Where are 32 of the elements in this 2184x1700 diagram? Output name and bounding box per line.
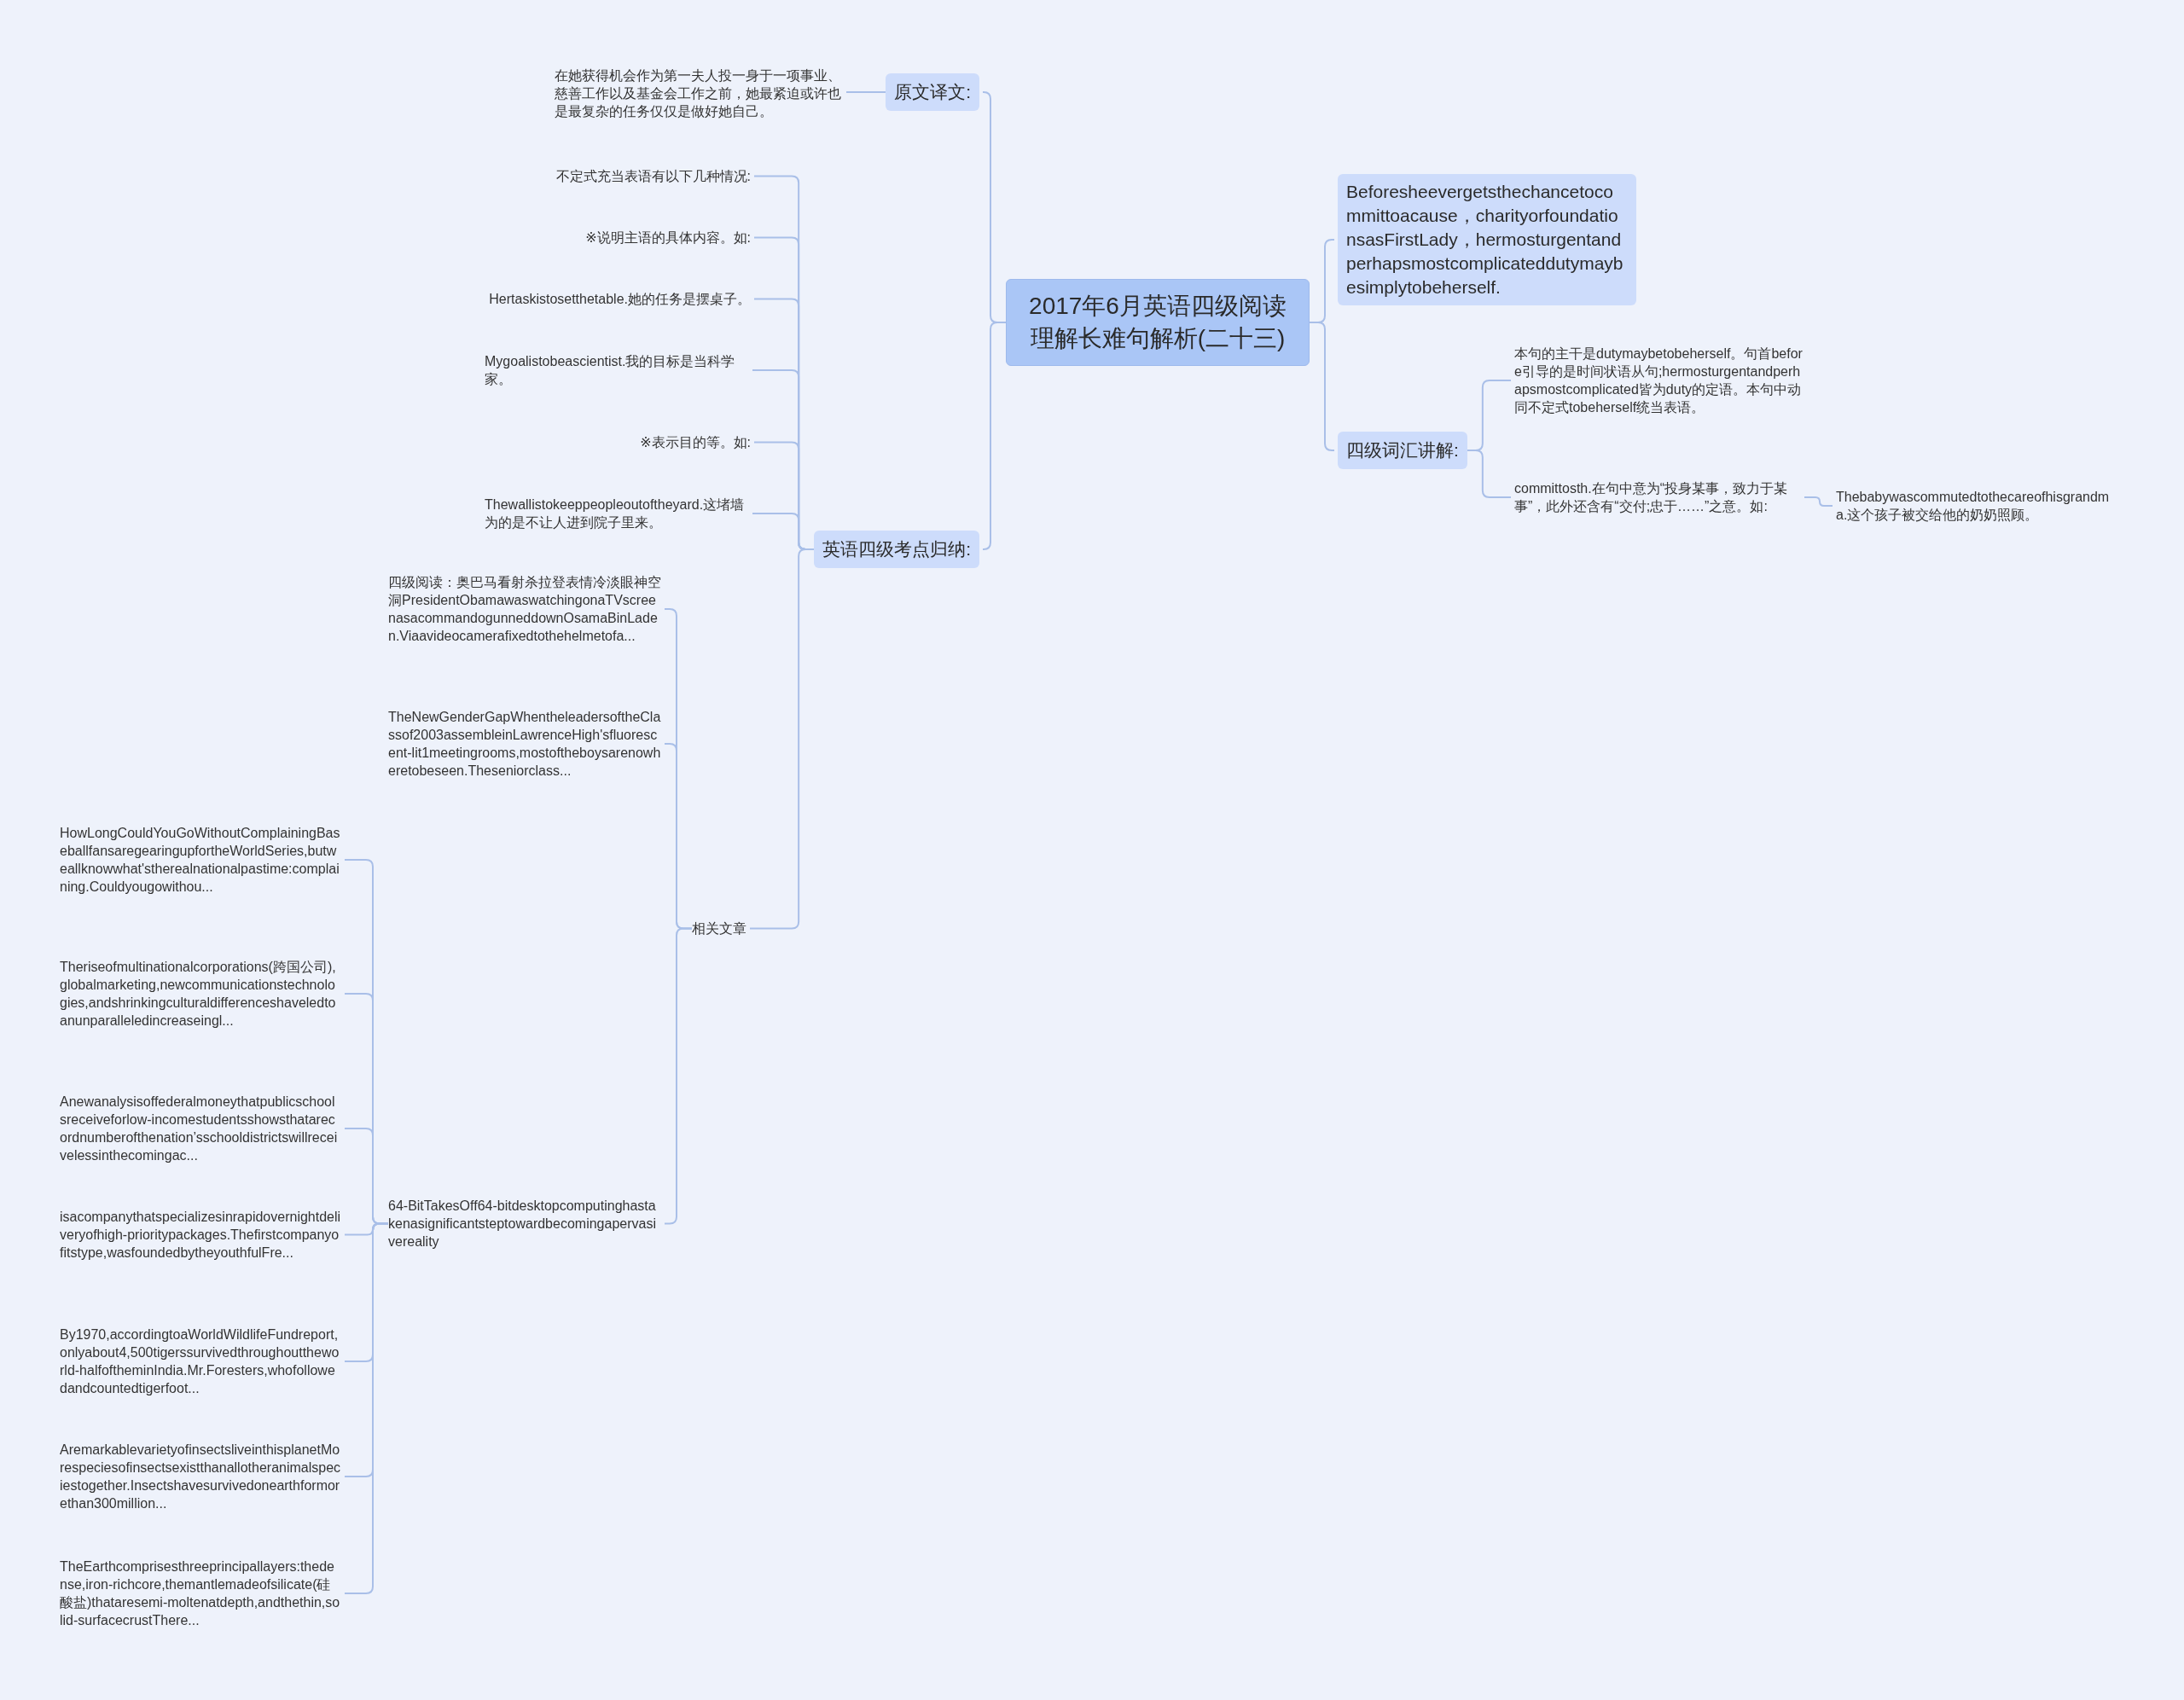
- topic-text: Thewallistokeeppeopleoutoftheyard.这堵墙为的是不让人进到院子里来。: [485, 496, 749, 531]
- topic-box: 英语四级考点归纳:: [814, 531, 979, 568]
- topic-text: TheEarthcomprisesthreeprincipallayers:thedense,iron-richcore,themantlemadeofsilicate(硅酸盐)thataresemi-moltenatdepth,andthethin,solid-surfacecrustThere...: [60, 1558, 341, 1629]
- topic-text: Hertaskistosetthetable.她的任务是摆桌子。: [489, 290, 751, 308]
- topic-box: 原文译文:: [886, 73, 979, 111]
- topic-text: Mygoalistobeascientist.我的目标是当科学家。: [485, 352, 749, 388]
- topic-box: Beforesheevergetsthechancetocommittoacause，charityorfoundationsasFirstLady，hermosturgentandperhapsmostcomplicateddutymaybesimplytobeherself.: [1338, 174, 1636, 305]
- topic-text: 本句的主干是dutymaybetobeherself。句首before引导的是时间状语从句;hermosturgentandperhapsmostcomplicated皆为duty的定语。本句中动同不定式tobeherself统当表语。: [1514, 345, 1804, 416]
- connector-line: [1309, 322, 1335, 451]
- topic-text: Theriseofmultinationalcorporations(跨国公司),globalmarketing,newcommunicationstechnologies,andshrinkingculturaldifferenceshaveledtoanunparalleledincreaseingl...: [60, 958, 341, 1030]
- topic-text: AremarkablevarietyofinsectsliveinthisplanetMorespeciesofinsectsexistthanallotheranimalspeciestogether.Insectshavesurvivedonearthformorethan300million...: [60, 1441, 341, 1512]
- topic-text: ※表示目的等。如:: [640, 433, 751, 451]
- topic-text: ※说明主语的具体内容。如:: [585, 229, 751, 247]
- topic-text: committosth.在句中意为“投身某事，致力于某事”，此外还含有“交付;忠于……”之意。如:: [1514, 479, 1804, 515]
- topic-text: 64-BitTakesOff64-bitdesktopcomputinghastakenasignificantsteptowardbecomingapervasivereality: [388, 1197, 661, 1250]
- connector-line: [845, 91, 887, 93]
- topic-text: 相关文章: [692, 920, 746, 937]
- topic-text: HowLongCouldYouGoWithoutComplainingBaseballfansaregearingupfortheWorldSeries,butweallknowwhat'stherealnationalpastime:complaining.Couldyougowithou...: [60, 824, 341, 896]
- topic-box: 四级词汇讲解:: [1338, 432, 1467, 469]
- topic-text: By1970,accordingtoaWorldWildlifeFundreport,onlyabout4,500tigerssurvivedthroughouttheworld-halfoftheminIndia.Mr.Foresters,whofollowedandcountedtigerfoot...: [60, 1326, 341, 1397]
- connector-line: [344, 1222, 389, 1594]
- topic-text: Thebabywascommutedtothecareofhisgrandma.这个孩子被交给他的奶奶照顾。: [1836, 488, 2117, 524]
- connector-line: [1466, 450, 1512, 498]
- topic-text: isacompanythatspecializesinrapidovernightdeliveryofhigh-prioritypackages.Thefirstcompanyofitstype,wasfoundedbytheyouthfulFre...: [60, 1208, 341, 1262]
- topic-text: TheNewGenderGapWhentheleadersoftheClassof2003assembleinLawrenceHigh'sfluorescent-lit1meetingrooms,mostoftheboysarenowheretobeseen.Theseniorclass...: [388, 708, 661, 780]
- central-topic: 2017年6月英语四级阅读理解长难句解析(二十三): [1006, 279, 1310, 366]
- connector-line: [982, 322, 1007, 550]
- topic-text: Anewanalysisoffederalmoneythatpublicschoolsreceiveforlow-incomestudentsshowsthatarecordnumberofthenation’sschooldistrictswillreceivelessinthecomingac...: [60, 1093, 341, 1164]
- topic-text: 不定式充当表语有以下几种情况:: [555, 167, 751, 185]
- topic-text: 四级阅读：奥巴马看射杀拉登表情冷淡眼神空洞PresidentObamawaswatchingonaTVscreenasacommandogunneddownOsamaBinLaden.Viaavideocamerafixedtothehelmetofa...: [388, 573, 661, 645]
- connector-line: [1804, 496, 1833, 507]
- topic-text: 在她获得机会作为第一夫人投一身于一项事业、慈善工作以及基金会工作之前，她最紧迫或许也是最复杂的任务仅仅是做好她自己。: [555, 67, 843, 120]
